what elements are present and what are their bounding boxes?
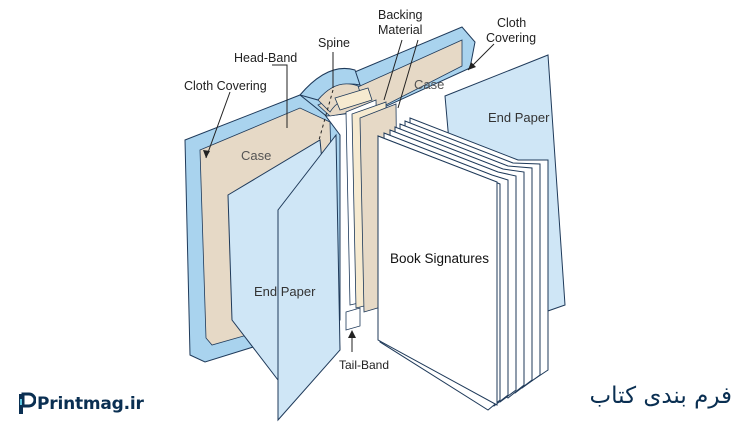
- book-signatures-stack: [377, 117, 549, 411]
- label-cloth-covering-left: Cloth Covering: [184, 79, 267, 93]
- logo-text: Printmag.ir: [37, 394, 144, 414]
- label-end-paper-right: End Paper: [488, 110, 550, 125]
- label-cloth-covering-right-line1: Cloth: [497, 16, 526, 30]
- left-end-paper-front: [277, 133, 341, 422]
- label-head-band: Head-Band: [234, 51, 297, 65]
- label-spine: Spine: [318, 36, 350, 50]
- logo-mark-icon: [19, 392, 36, 414]
- label-cloth-covering-right-line2: Covering: [486, 31, 536, 45]
- label-book-signatures: Book Signatures: [390, 251, 489, 266]
- printmag-logo[interactable]: Printmag.ir: [18, 391, 144, 417]
- label-case-left: Case: [241, 148, 271, 163]
- label-tail-band: Tail-Band: [339, 358, 389, 372]
- tail-band: [345, 307, 361, 331]
- head-band: [334, 87, 373, 111]
- book-signatures-front: [377, 135, 498, 406]
- label-end-paper-left: End Paper: [254, 284, 316, 299]
- label-case-right: Case: [414, 77, 444, 92]
- page-caption: فرم بندی کتاب: [589, 383, 732, 409]
- label-backing-material-line2: Material: [378, 23, 422, 37]
- label-backing-material-line1: Backing: [378, 8, 423, 22]
